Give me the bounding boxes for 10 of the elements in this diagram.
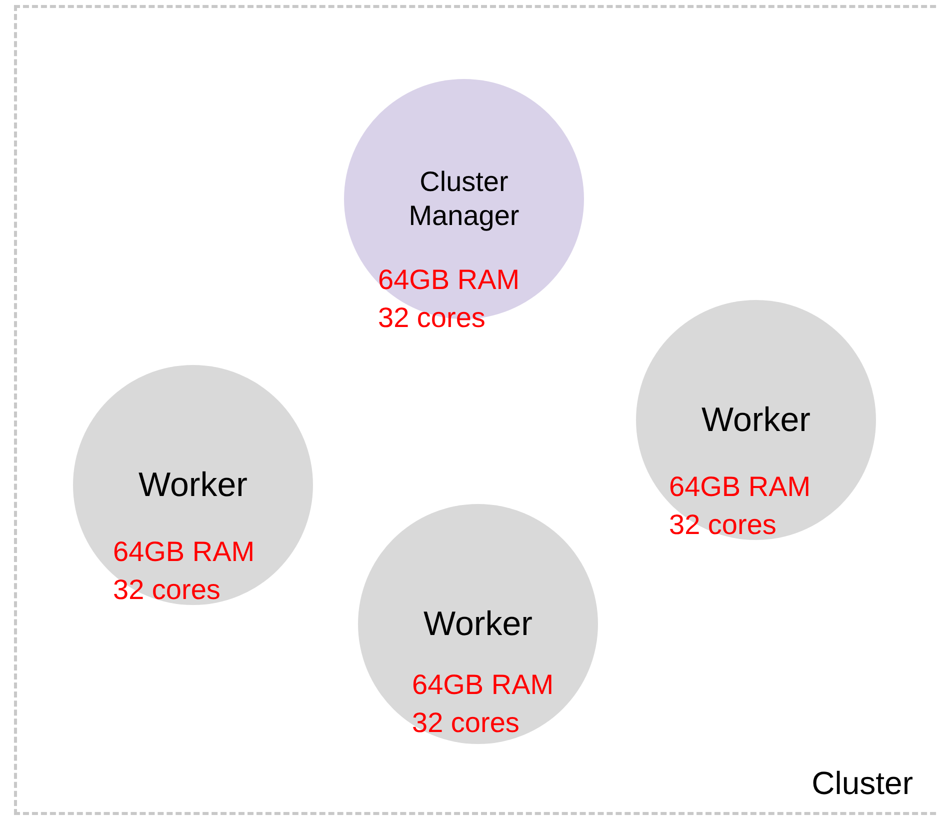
resource-specs: 64GB RAM 32 cores xyxy=(378,263,521,335)
node-title: Cluster Manager xyxy=(408,165,520,232)
resource-specs: 64GB RAM 32 cores xyxy=(412,668,555,740)
node-title: Worker xyxy=(422,604,534,645)
node-title: Worker xyxy=(700,400,812,441)
cluster-label: Cluster xyxy=(812,765,913,802)
cluster-boundary xyxy=(14,5,937,815)
resource-specs: 64GB RAM 32 cores xyxy=(669,470,812,542)
resource-specs: 64GB RAM 32 cores xyxy=(113,535,256,607)
node-title: Worker xyxy=(138,465,248,506)
